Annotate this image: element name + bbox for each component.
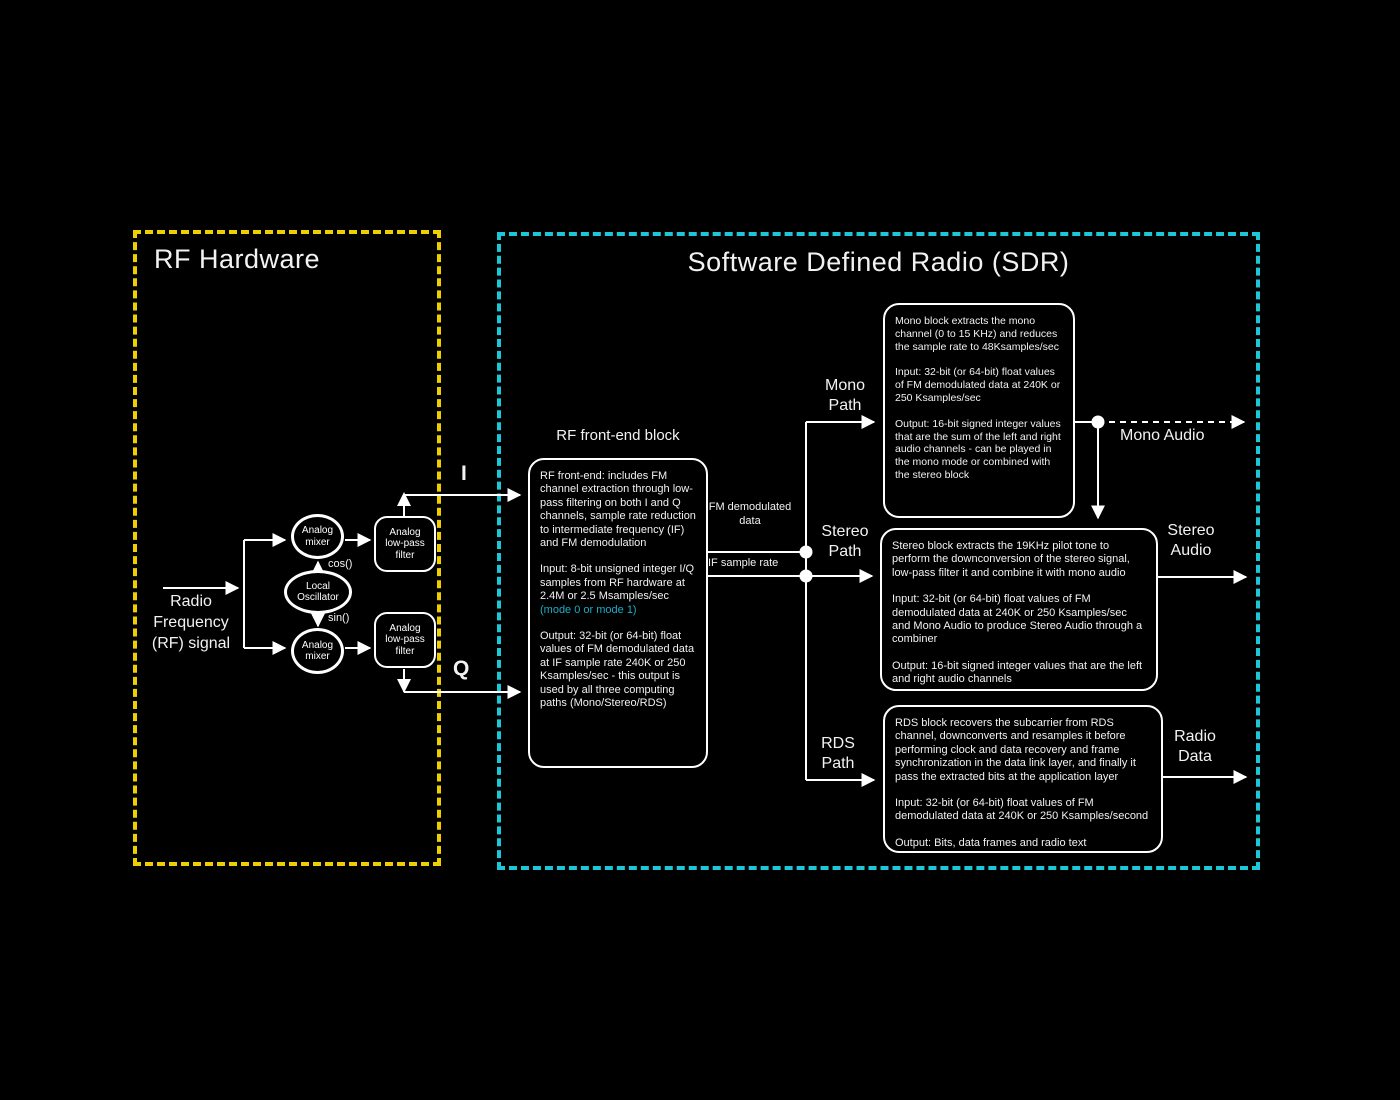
stereo-path-label: Stereo Path: [821, 523, 869, 560]
rf-front-end-input-text: Input: 8-bit unsigned integer I/Q sample…: [540, 563, 695, 603]
stereo-block-description: Stereo block extracts the 19KHz pilot to…: [892, 540, 1130, 579]
rf-front-end-input-mode: (mode 0 or mode 1): [540, 603, 637, 616]
stereo-block-output: Output: 16-bit signed integer values tha…: [892, 659, 1143, 686]
mono-path-label: Mono Path: [824, 377, 866, 414]
mono-block-input: Input: 32-bit (or 64-bit) float values o…: [895, 366, 1061, 404]
rf-hardware-title: RF Hardware: [154, 244, 321, 274]
mono-block-output: Output: 16-bit signed integer values tha…: [895, 417, 1061, 481]
local-oscillator-label: Local Oscillator: [297, 580, 339, 603]
rf-front-end-block: RF front-end: includes FM channel extrac…: [528, 458, 708, 768]
radio-data-label: Radio Data: [1174, 728, 1216, 765]
rf-front-end-output: Output: 32-bit (or 64-bit) float values …: [540, 630, 695, 710]
lowpass-filter-bottom-label: Analog low-pass filter: [385, 623, 425, 657]
rds-block-output: Output: Bits, data frames and radio text: [895, 836, 1087, 849]
rf-front-end-input: Input: 8-bit unsigned integer I/Q sample…: [540, 563, 696, 617]
mono-audio-label: Mono Audio: [1120, 427, 1205, 444]
stereo-block-input: Input: 32-bit (or 64-bit) float values o…: [892, 593, 1143, 646]
cos-label: cos(): [328, 558, 353, 570]
stereo-block: Stereo block extracts the 19KHz pilot to…: [880, 528, 1158, 691]
rf-front-end-title: RF front-end block: [556, 427, 680, 444]
analog-mixer-top-label: Analog mixer: [301, 525, 334, 548]
stereo-audio-label: Stereo Audio: [1167, 522, 1215, 559]
mono-block-description: Mono block extracts the mono channel (0 …: [895, 315, 1060, 353]
fm-demodulated-data-label: FM demodulated data: [708, 501, 792, 528]
lowpass-filter-top-label: Analog low-pass filter: [385, 527, 425, 561]
lowpass-filter-top: Analog low-pass filter: [374, 516, 436, 572]
rds-block-input: Input: 32-bit (or 64-bit) float values o…: [895, 797, 1149, 823]
sdr-title: Software Defined Radio (SDR): [687, 247, 1070, 277]
rds-block: RDS block recovers the subcarrier from R…: [883, 705, 1163, 853]
analog-mixer-bottom-label: Analog mixer: [301, 639, 334, 662]
rds-path-label: RDS Path: [821, 735, 855, 772]
sin-label: sin(): [328, 612, 350, 624]
rf-front-end-description: RF front-end: includes FM channel extrac…: [540, 470, 696, 550]
analog-mixer-bottom: Analog mixer: [291, 628, 344, 674]
lowpass-filter-bottom: Analog low-pass filter: [374, 612, 436, 668]
local-oscillator: Local Oscillator: [284, 570, 352, 614]
if-sample-rate-label: IF sample rate: [708, 557, 779, 569]
mono-block: Mono block extracts the mono channel (0 …: [883, 303, 1075, 518]
rf-signal-label: Radio Frequency (RF) signal: [151, 593, 231, 652]
q-signal-label: Q: [453, 657, 470, 680]
i-signal-label: I: [461, 462, 467, 485]
rds-block-description: RDS block recovers the subcarrier from R…: [895, 717, 1136, 783]
analog-mixer-top: Analog mixer: [291, 514, 344, 559]
